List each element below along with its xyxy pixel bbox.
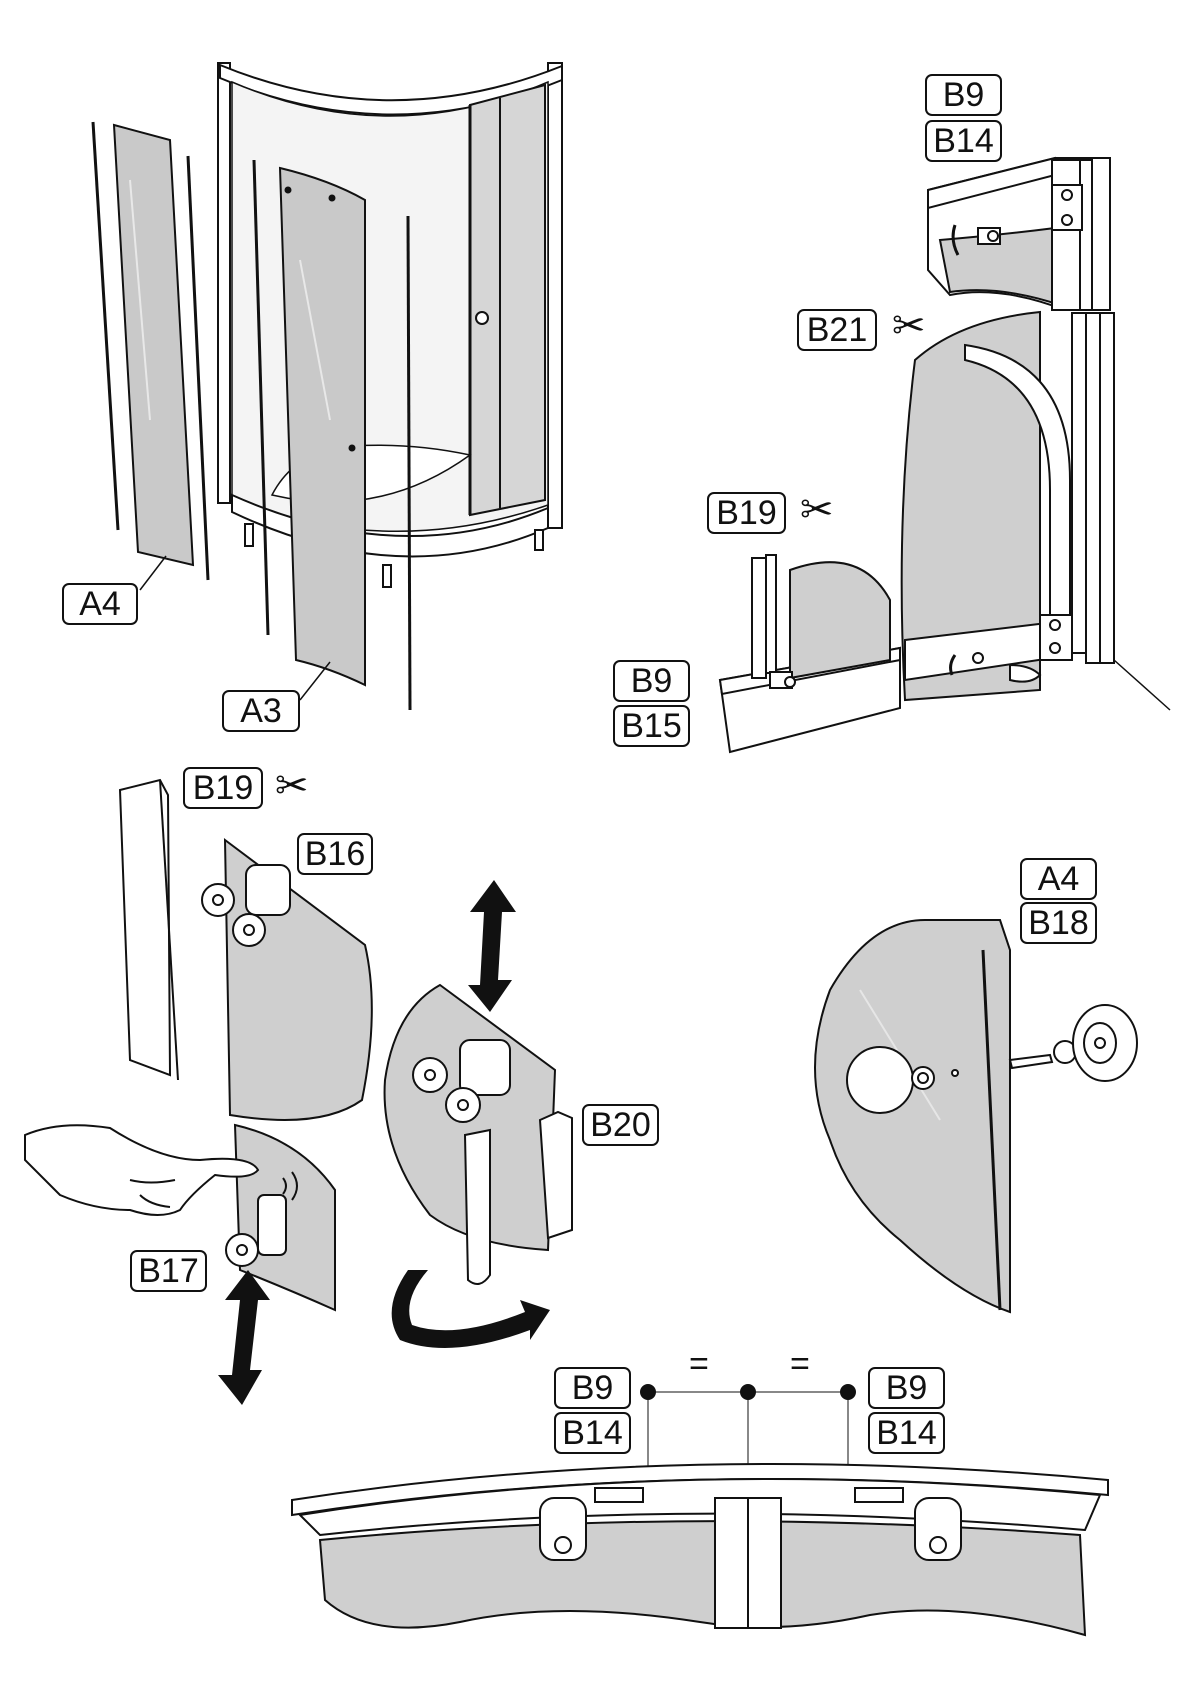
- label-b16: B16: [297, 833, 373, 875]
- label-a4-b: A4: [1020, 858, 1097, 900]
- label-b14-c: B14: [554, 1412, 631, 1454]
- scissors-icon: ✂: [275, 763, 309, 809]
- label-b17: B17: [130, 1250, 207, 1292]
- label-b14-d: B14: [868, 1412, 945, 1454]
- label-b14-a: B14: [925, 120, 1002, 162]
- top-profile-detail: [291, 1384, 1109, 1637]
- label-b9-b: B9: [613, 660, 690, 702]
- handle-detail: [814, 919, 1138, 1314]
- bottom-rail-detail: [718, 554, 901, 754]
- label-b9-a: B9: [925, 74, 1002, 116]
- label-b21: B21: [797, 309, 877, 351]
- clip-detail: [383, 880, 573, 1348]
- label-b20: B20: [582, 1104, 659, 1146]
- label-b9-d: B9: [868, 1367, 945, 1409]
- side-rail-detail: [900, 310, 1171, 711]
- top-rail-detail: [927, 156, 1111, 311]
- scissors-icon: ✂: [892, 303, 926, 349]
- label-b19-a: B19: [707, 492, 786, 534]
- equal-sign-right: =: [790, 1345, 810, 1383]
- panel-a3: [278, 166, 366, 687]
- scissors-icon: ✂: [800, 487, 834, 533]
- equal-sign-left: =: [689, 1345, 709, 1383]
- label-b19-b: B19: [183, 767, 263, 809]
- label-b15: B15: [613, 705, 690, 747]
- label-b9-c: B9: [554, 1367, 631, 1409]
- label-a4-top: A4: [62, 583, 138, 625]
- panel-a4: [112, 123, 195, 567]
- label-a3: A3: [222, 690, 300, 732]
- exploded-enclosure: [91, 62, 563, 711]
- label-b18: B18: [1020, 902, 1097, 944]
- roller-detail: [24, 778, 373, 1405]
